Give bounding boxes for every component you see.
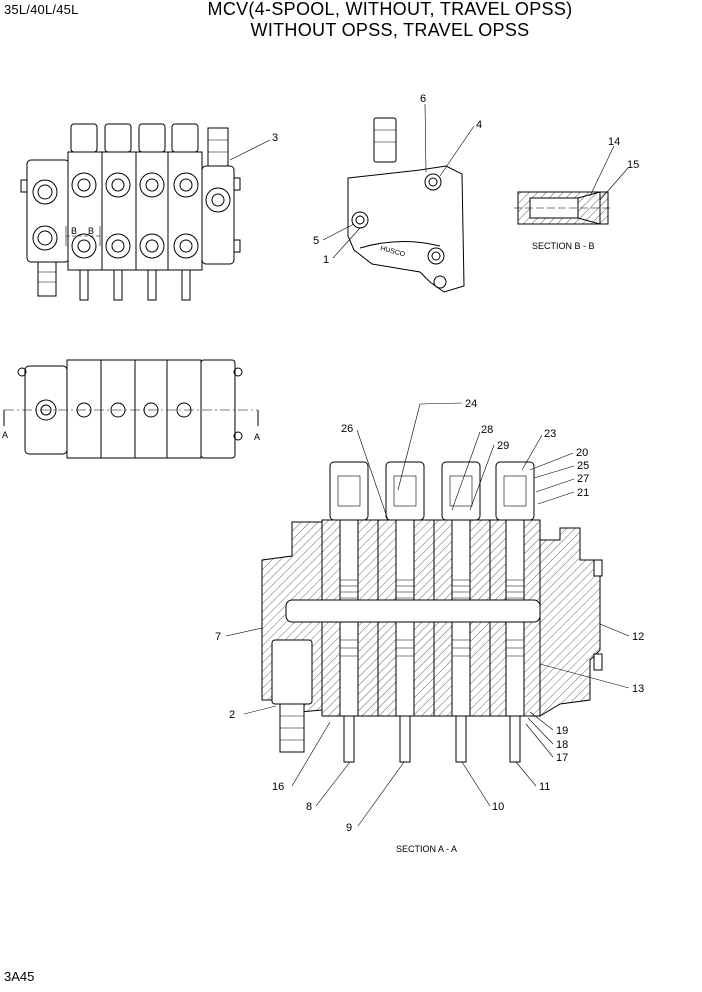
callout-15: 15 bbox=[627, 159, 639, 171]
callout-23: 23 bbox=[544, 428, 556, 440]
callout-1: 1 bbox=[323, 254, 329, 266]
cut-marker-a-right: A bbox=[254, 432, 260, 442]
callout-17: 17 bbox=[556, 752, 568, 764]
callout-14: 14 bbox=[608, 136, 620, 148]
callout-26: 26 bbox=[341, 423, 353, 435]
callout-18: 18 bbox=[556, 739, 568, 751]
callout-24: 24 bbox=[465, 398, 477, 410]
callouts: 3 6 4 5 1 14 15 24 26 28 29 23 20 25 27 … bbox=[215, 93, 644, 834]
callout-3: 3 bbox=[272, 132, 278, 144]
front-view: B B bbox=[20, 123, 241, 301]
callout-12: 12 bbox=[632, 631, 644, 643]
callout-16: 16 bbox=[272, 781, 284, 793]
callout-20: 20 bbox=[576, 447, 588, 459]
callout-5: 5 bbox=[313, 235, 319, 247]
callout-10: 10 bbox=[492, 801, 504, 813]
callout-19: 19 bbox=[556, 725, 568, 737]
section-aa-label: SECTION A - A bbox=[396, 844, 457, 854]
callout-6: 6 bbox=[420, 93, 426, 105]
callout-9: 9 bbox=[346, 822, 352, 834]
page-subtitle: WITHOUT OPSS, TRAVEL OPSS bbox=[250, 20, 530, 40]
callout-21: 21 bbox=[577, 487, 589, 499]
callout-8: 8 bbox=[306, 801, 312, 813]
page-title: MCV(4-SPOOL, WITHOUT, TRAVEL OPSS) bbox=[207, 0, 573, 19]
section-bb: SECTION B - B bbox=[514, 191, 612, 251]
section-bb-label: SECTION B - B bbox=[532, 241, 595, 251]
cut-marker-b-right: B bbox=[88, 226, 94, 236]
section-aa: SECTION A - A bbox=[261, 461, 603, 854]
callout-27: 27 bbox=[577, 473, 589, 485]
side-view: HUSCO bbox=[347, 117, 465, 293]
callout-2: 2 bbox=[229, 709, 235, 721]
bottom-view: A A bbox=[2, 359, 260, 459]
page-code: 3A45 bbox=[4, 969, 35, 984]
callout-4: 4 bbox=[476, 119, 482, 131]
callout-29: 29 bbox=[497, 440, 509, 452]
callout-28: 28 bbox=[481, 424, 493, 436]
callout-13: 13 bbox=[632, 683, 644, 695]
leader-lines bbox=[225, 103, 630, 827]
callout-25: 25 bbox=[577, 460, 589, 472]
callout-11: 11 bbox=[539, 781, 550, 793]
cut-marker-a-left: A bbox=[2, 430, 8, 440]
cut-marker-b-left: B bbox=[71, 226, 77, 236]
model-label: 35L/40L/45L bbox=[4, 2, 79, 17]
callout-7: 7 bbox=[215, 631, 221, 643]
